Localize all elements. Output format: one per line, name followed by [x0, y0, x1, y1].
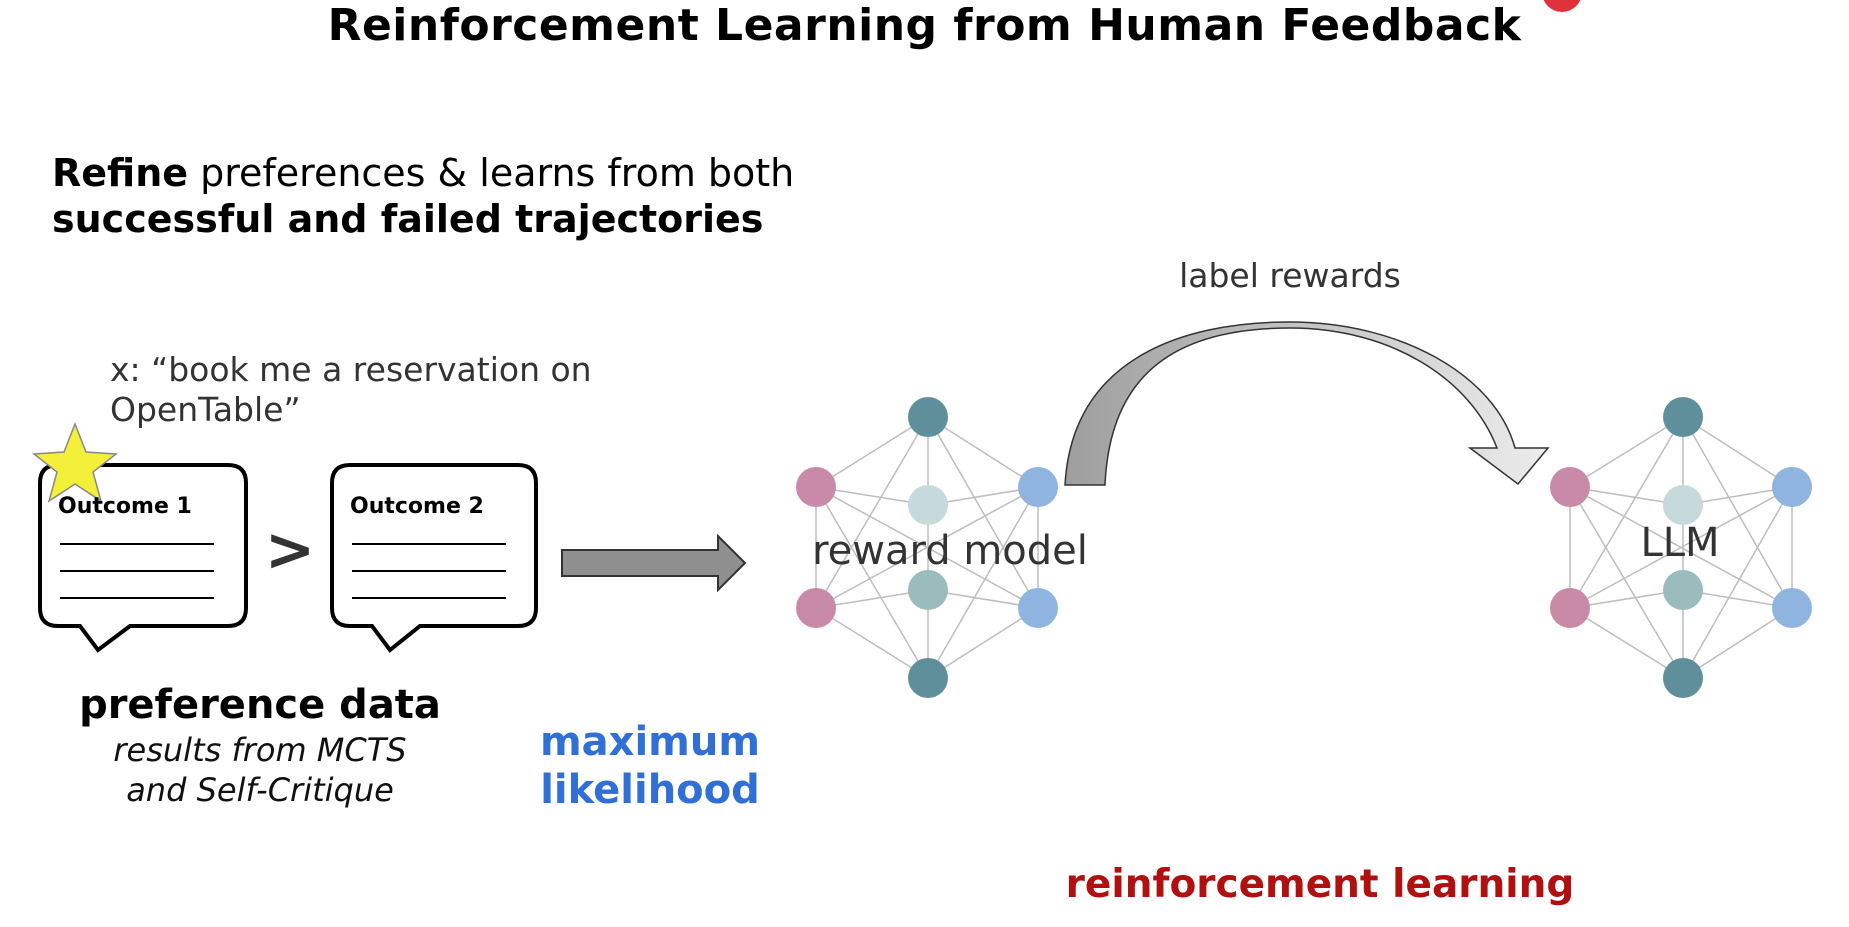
llm-label: LLM	[1640, 520, 1720, 566]
reward-model-nodes	[796, 397, 1058, 698]
star-icon	[31, 421, 119, 503]
query-text: x: “book me a reservation on OpenTable”	[110, 350, 592, 429]
llm-nodes	[1550, 397, 1812, 698]
heading-text: preferences & learns from both	[188, 151, 795, 195]
llm-network	[1569, 416, 1793, 679]
curved-arrow-icon	[1064, 321, 1550, 486]
label-rewards-label: label rewards	[1179, 256, 1401, 295]
heading-bold-trajectories: successful and failed trajectories	[52, 197, 764, 241]
comparison-symbol: >	[265, 515, 315, 585]
outcome-1-label: Outcome 1	[58, 494, 192, 519]
arrow-right-icon	[561, 533, 747, 593]
page-title: Reinforcement Learning from Human Feedba…	[327, 0, 1522, 51]
reinforcement-learning-label: reinforcement learning	[1065, 862, 1575, 907]
preference-subtitle-line1: results from MCTS	[113, 731, 407, 769]
reward-model-label: reward model	[812, 528, 1088, 574]
preference-subtitle-line2: and Self-Critique	[126, 771, 394, 809]
logo-mark-icon	[1543, 0, 1581, 12]
maximum-likelihood-label: maximum likelihood	[510, 718, 790, 814]
heading-bold-refine: Refine	[52, 151, 189, 195]
outcome-2-label: Outcome 2	[350, 494, 484, 519]
outcome-2-bubble	[330, 463, 538, 653]
ml-line1: maximum	[539, 719, 761, 765]
preference-data-subtitle: results from MCTS and Self-Critique	[40, 730, 480, 810]
outcome-1-bubble	[38, 463, 248, 653]
ml-line2: likelihood	[540, 767, 760, 813]
preference-data-title: preference data	[79, 682, 441, 728]
heading: Refine preferences & learns from both su…	[52, 150, 794, 242]
